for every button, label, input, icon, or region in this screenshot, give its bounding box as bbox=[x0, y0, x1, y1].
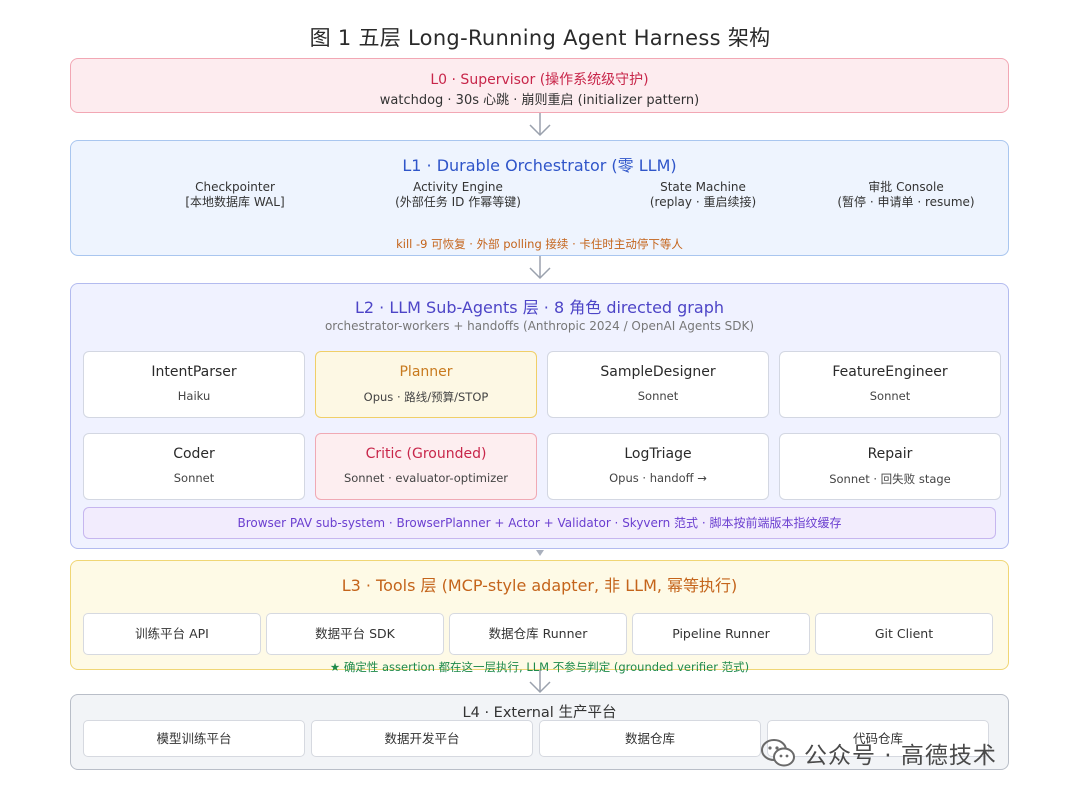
arrow-down-icon bbox=[529, 113, 551, 137]
watermark-text: 公众号 · 高德技术 bbox=[804, 743, 997, 769]
l1-note: kill -9 可恢复 · 外部 polling 接续 · 卡住时主动停下等人 bbox=[396, 237, 683, 251]
tool-git-client: Git Client bbox=[815, 613, 993, 655]
platform-model-training: 模型训练平台 bbox=[83, 720, 305, 757]
agent-card-sampledesigner: SampleDesigner Sonnet bbox=[547, 351, 769, 418]
layer-l1-orchestrator: L1 · Durable Orchestrator (零 LLM) Checkp… bbox=[70, 140, 1009, 256]
l4-title: L4 · External 生产平台 bbox=[462, 705, 617, 721]
arrow-down-icon bbox=[529, 256, 551, 280]
layer-l0-supervisor: L0 · Supervisor (操作系统级守护) watchdog · 30s… bbox=[70, 58, 1009, 113]
wechat-icon bbox=[761, 739, 795, 767]
component-activity-engine: Activity Engine (外部任务 ID 作幂等键) bbox=[395, 180, 521, 209]
browser-pav-subsystem: Browser PAV sub-system · BrowserPlanner … bbox=[83, 507, 996, 539]
agent-card-featureengineer: FeatureEngineer Sonnet bbox=[779, 351, 1001, 418]
layer-l2-sub-agents: L2 · LLM Sub-Agents 层 · 8 角色 directed gr… bbox=[70, 283, 1009, 549]
layer-l4-external: L4 · External 生产平台 模型训练平台 数据开发平台 数据仓库 代码… bbox=[70, 694, 1009, 770]
watermark: 公众号 · 高德技术 bbox=[760, 736, 997, 770]
l2-title: L2 · LLM Sub-Agents 层 · 8 角色 directed gr… bbox=[354, 298, 724, 317]
platform-code-repository: 代码仓库 bbox=[767, 720, 989, 757]
l3-title: L3 · Tools 层 (MCP-style adapter, 非 LLM, … bbox=[341, 576, 738, 595]
l1-title: L1 · Durable Orchestrator (零 LLM) bbox=[402, 156, 677, 175]
arrow-down-icon bbox=[536, 550, 544, 556]
tool-data-warehouse-runner: 数据仓库 Runner bbox=[449, 613, 627, 655]
diagram-title: 图 1 五层 Long-Running Agent Harness 架构 bbox=[309, 26, 771, 50]
agent-card-coder: Coder Sonnet bbox=[83, 433, 305, 500]
l3-note: ★ 确定性 assertion 都在这一层执行, LLM 不参与判定 (grou… bbox=[329, 660, 750, 674]
platform-data-development: 数据开发平台 bbox=[311, 720, 533, 757]
component-checkpointer: Checkpointer [本地数据库 WAL] bbox=[185, 180, 285, 209]
agent-card-logtriage: LogTriage Opus · handoff → bbox=[547, 433, 769, 500]
arrow-down-icon bbox=[529, 670, 551, 694]
agent-card-repair: Repair Sonnet · 回失败 stage bbox=[779, 433, 1001, 500]
tool-pipeline-runner: Pipeline Runner bbox=[632, 613, 810, 655]
l2-subtitle: orchestrator-workers + handoffs (Anthrop… bbox=[324, 319, 755, 333]
l0-subtitle: watchdog · 30s 心跳 · 崩则重启 (initializer pa… bbox=[379, 93, 700, 108]
tool-data-platform-sdk: 数据平台 SDK bbox=[266, 613, 444, 655]
agent-card-intentparser: IntentParser Haiku bbox=[83, 351, 305, 418]
component-state-machine: State Machine (replay · 重启续接) bbox=[649, 180, 757, 209]
agent-card-planner: Planner Opus · 路线/预算/STOP bbox=[315, 351, 537, 418]
tool-training-platform-api: 训练平台 API bbox=[83, 613, 261, 655]
agent-card-critic: Critic (Grounded) Sonnet · evaluator-opt… bbox=[315, 433, 537, 500]
l0-title: L0 · Supervisor (操作系统级守护) bbox=[430, 72, 649, 88]
component-approval-console: 审批 Console (暂停 · 申请单 · resume) bbox=[837, 180, 975, 209]
platform-data-warehouse: 数据仓库 bbox=[539, 720, 761, 757]
layer-l3-tools: L3 · Tools 层 (MCP-style adapter, 非 LLM, … bbox=[70, 560, 1009, 674]
